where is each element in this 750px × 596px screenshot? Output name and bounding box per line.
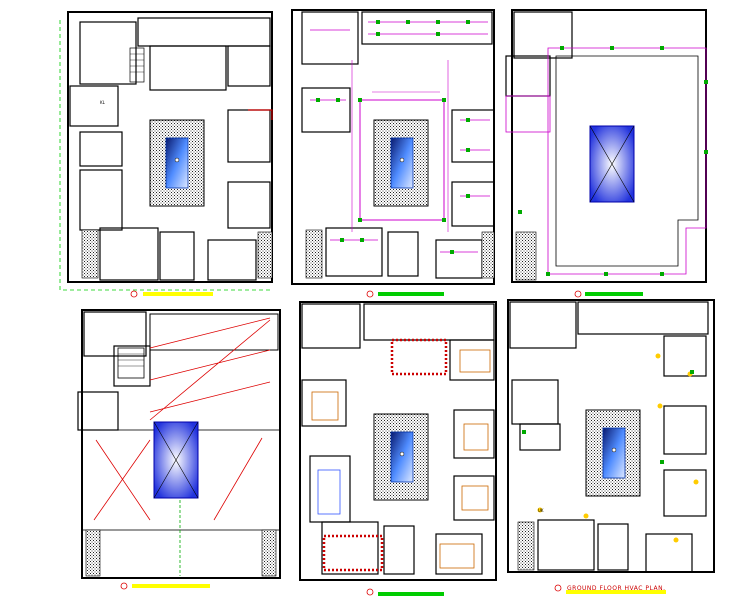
plan-lighting: GROUND FLOOR HVAC PLAN. UK — [507, 299, 715, 594]
plan-roof-drainage — [77, 309, 281, 590]
plan-roof — [505, 9, 708, 298]
sheet-title: GROUND FLOOR HVAC PLAN. — [567, 585, 665, 592]
plan-ground-floor: KL — [59, 11, 273, 298]
room-tag: KL — [100, 100, 106, 105]
marker-tag: UK — [538, 508, 544, 513]
plan-furniture — [299, 301, 497, 596]
plan-hvac-ducting — [291, 9, 495, 298]
